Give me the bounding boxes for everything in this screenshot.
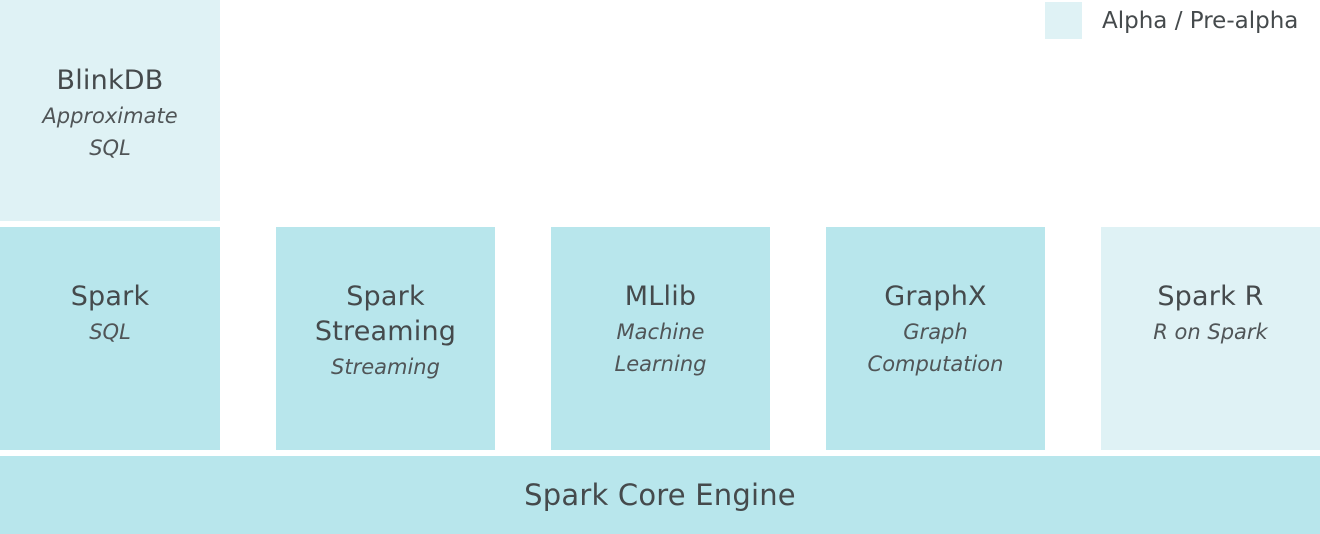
graphx-box: GraphX Graph Computation: [826, 227, 1045, 450]
legend: Alpha / Pre-alpha: [1045, 2, 1298, 39]
legend-alpha-swatch: [1045, 2, 1082, 39]
spark-streaming-name-line2: Streaming: [314, 316, 457, 347]
spark-streaming-box: Spark Streaming Streaming: [276, 227, 495, 450]
spark-sql-desc: SQL: [89, 320, 131, 344]
spark-streaming-desc: Streaming: [331, 355, 440, 379]
blinkdb-box: BlinkDB Approximate SQL: [0, 0, 220, 221]
spark-r-box: Spark R R on Spark: [1101, 227, 1320, 450]
mllib-desc-line2: Learning: [614, 352, 707, 376]
blinkdb-desc-line2: SQL: [89, 136, 131, 160]
legend-alpha-label: Alpha / Pre-alpha: [1102, 7, 1299, 34]
spark-core-engine-box: Spark Core Engine: [0, 456, 1320, 534]
mllib-desc-line1: Machine: [616, 320, 705, 344]
graphx-desc-line1: Graph: [903, 320, 968, 344]
spark-r-desc: R on Spark: [1153, 320, 1268, 344]
spark-core-engine-name: Spark Core Engine: [524, 477, 796, 512]
graphx-name: GraphX: [884, 281, 987, 312]
spark-r-name: Spark R: [1157, 281, 1264, 312]
blinkdb-desc-line1: Approximate: [42, 104, 178, 128]
spark-sql-box: Spark SQL: [0, 227, 220, 450]
mllib-name: MLlib: [624, 281, 697, 312]
mllib-box: MLlib Machine Learning: [551, 227, 770, 450]
spark-sql-name: Spark: [70, 281, 150, 312]
graphx-desc-line2: Computation: [867, 352, 1004, 376]
spark-streaming-name-line1: Spark: [346, 281, 425, 312]
blinkdb-name: BlinkDB: [56, 65, 164, 96]
